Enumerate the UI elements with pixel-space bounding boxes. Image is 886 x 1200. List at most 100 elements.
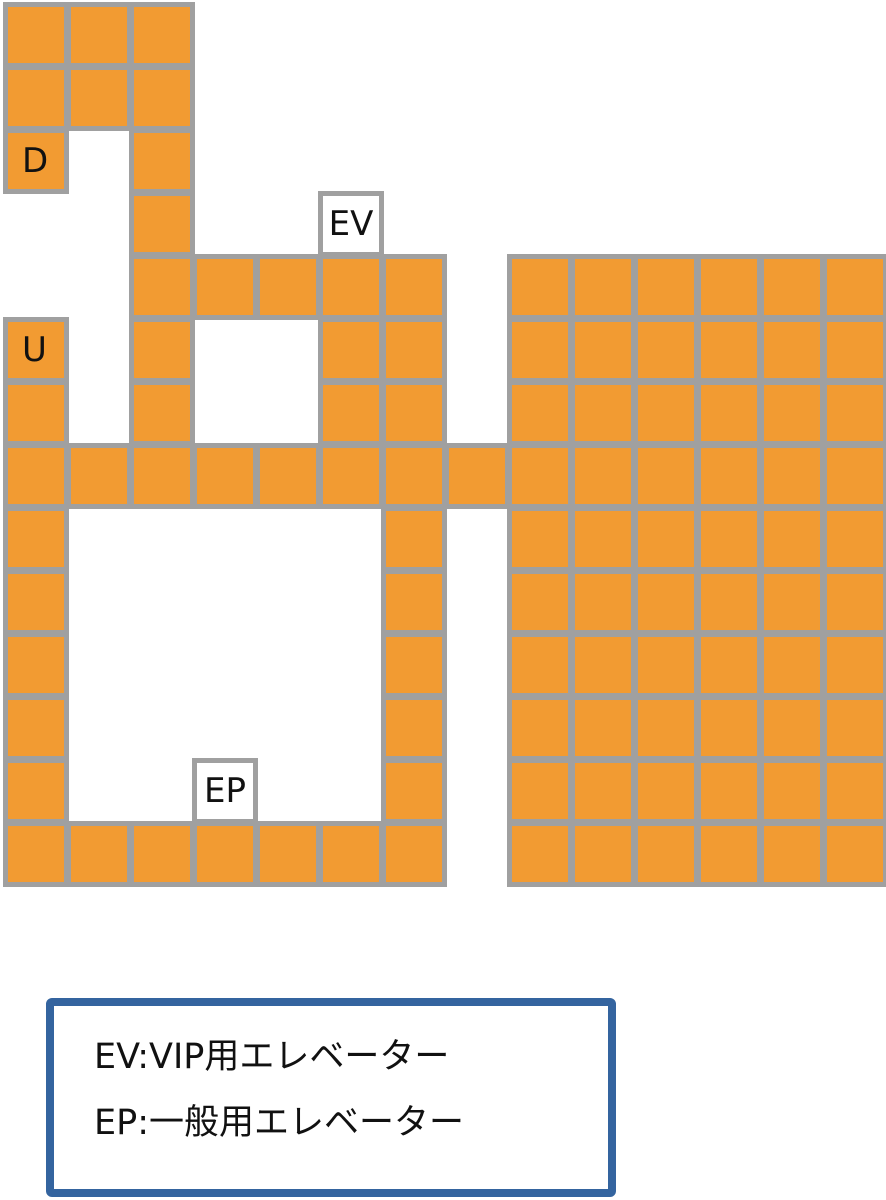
floor-tile [129, 443, 195, 509]
floor-tile [507, 821, 573, 887]
floor-tile [381, 821, 447, 887]
floor-tile [444, 443, 510, 509]
floor-tile [381, 380, 447, 446]
stairs-cell-u: U [3, 317, 69, 383]
floor-tile [633, 443, 699, 509]
floor-tile [318, 254, 384, 320]
floor-tile [570, 569, 636, 635]
floor-tile [822, 254, 886, 320]
floor-tile [696, 569, 762, 635]
floor-tile [633, 380, 699, 446]
floor-map: D EV U EP [3, 2, 886, 887]
floor-tile [633, 254, 699, 320]
floor-tile [3, 380, 69, 446]
floor-tile [759, 254, 825, 320]
floor-tile [822, 317, 886, 383]
floor-tile [129, 191, 195, 257]
floor-tile [759, 380, 825, 446]
floor-tile [129, 317, 195, 383]
floor-tile [129, 2, 195, 68]
floor-tile [759, 443, 825, 509]
floor-tile [66, 443, 132, 509]
floor-tile [255, 254, 321, 320]
floor-tile [570, 506, 636, 572]
floor-tile [381, 254, 447, 320]
floor-tile [318, 443, 384, 509]
floor-tile [570, 317, 636, 383]
floor-tile [822, 380, 886, 446]
floor-tile [507, 695, 573, 761]
floor-tile [759, 695, 825, 761]
floor-tile [570, 821, 636, 887]
floor-tile [3, 65, 69, 131]
floor-tile [759, 758, 825, 824]
floor-tile [507, 380, 573, 446]
floor-tile [507, 254, 573, 320]
floor-tile [507, 506, 573, 572]
floor-tile [318, 380, 384, 446]
floor-tile [633, 506, 699, 572]
floor-tile [822, 758, 886, 824]
stairs-cell-d: D [3, 128, 69, 194]
floor-tile [3, 506, 69, 572]
floor-tile [3, 569, 69, 635]
floor-tile [255, 443, 321, 509]
floor-tile [129, 65, 195, 131]
floor-tile [696, 695, 762, 761]
floor-tile [381, 758, 447, 824]
floor-tile [66, 65, 132, 131]
floor-tile [507, 632, 573, 698]
floor-tile [507, 443, 573, 509]
floor-tile [570, 695, 636, 761]
floor-tile [696, 821, 762, 887]
floor-tile [255, 821, 321, 887]
floor-tile [66, 821, 132, 887]
floor-tile [696, 254, 762, 320]
floor-tile [192, 254, 258, 320]
floor-tile [66, 2, 132, 68]
floor-tile [822, 506, 886, 572]
floor-tile [381, 506, 447, 572]
floor-tile [822, 443, 886, 509]
floor-tile [570, 758, 636, 824]
floor-tile [381, 569, 447, 635]
elevator-cell-ep: EP [192, 758, 258, 824]
floor-tile [318, 317, 384, 383]
floor-tile [3, 632, 69, 698]
floor-tile [381, 695, 447, 761]
floor-tile [696, 380, 762, 446]
floor-tile [633, 821, 699, 887]
floor-tile [129, 380, 195, 446]
floor-tile [696, 632, 762, 698]
floor-tile [570, 254, 636, 320]
legend-box: EV:VIP用エレベーター EP:一般用エレベーター [46, 998, 616, 1197]
floor-tile [507, 569, 573, 635]
floor-tile [3, 695, 69, 761]
floor-tile [759, 821, 825, 887]
floor-tile [759, 317, 825, 383]
floor-tile [696, 758, 762, 824]
floor-tile [381, 632, 447, 698]
floor-tile [507, 317, 573, 383]
floor-tile [696, 317, 762, 383]
floor-tile [759, 569, 825, 635]
floor-tile [759, 632, 825, 698]
floor-tile [759, 506, 825, 572]
floor-tile [129, 821, 195, 887]
elevator-cell-ev: EV [318, 191, 384, 257]
floor-tile [3, 2, 69, 68]
floor-tile [570, 443, 636, 509]
floor-tile [192, 821, 258, 887]
legend-ep-text: EP:一般用エレベーター [94, 1103, 465, 1143]
floor-tile [3, 758, 69, 824]
floor-tile [822, 569, 886, 635]
floor-tile [381, 443, 447, 509]
floor-tile [696, 443, 762, 509]
floor-tile [633, 632, 699, 698]
floor-tile [3, 443, 69, 509]
floor-tile [129, 128, 195, 194]
floor-tile [570, 380, 636, 446]
floor-tile [570, 632, 636, 698]
floor-tile [318, 821, 384, 887]
floor-tile [696, 506, 762, 572]
